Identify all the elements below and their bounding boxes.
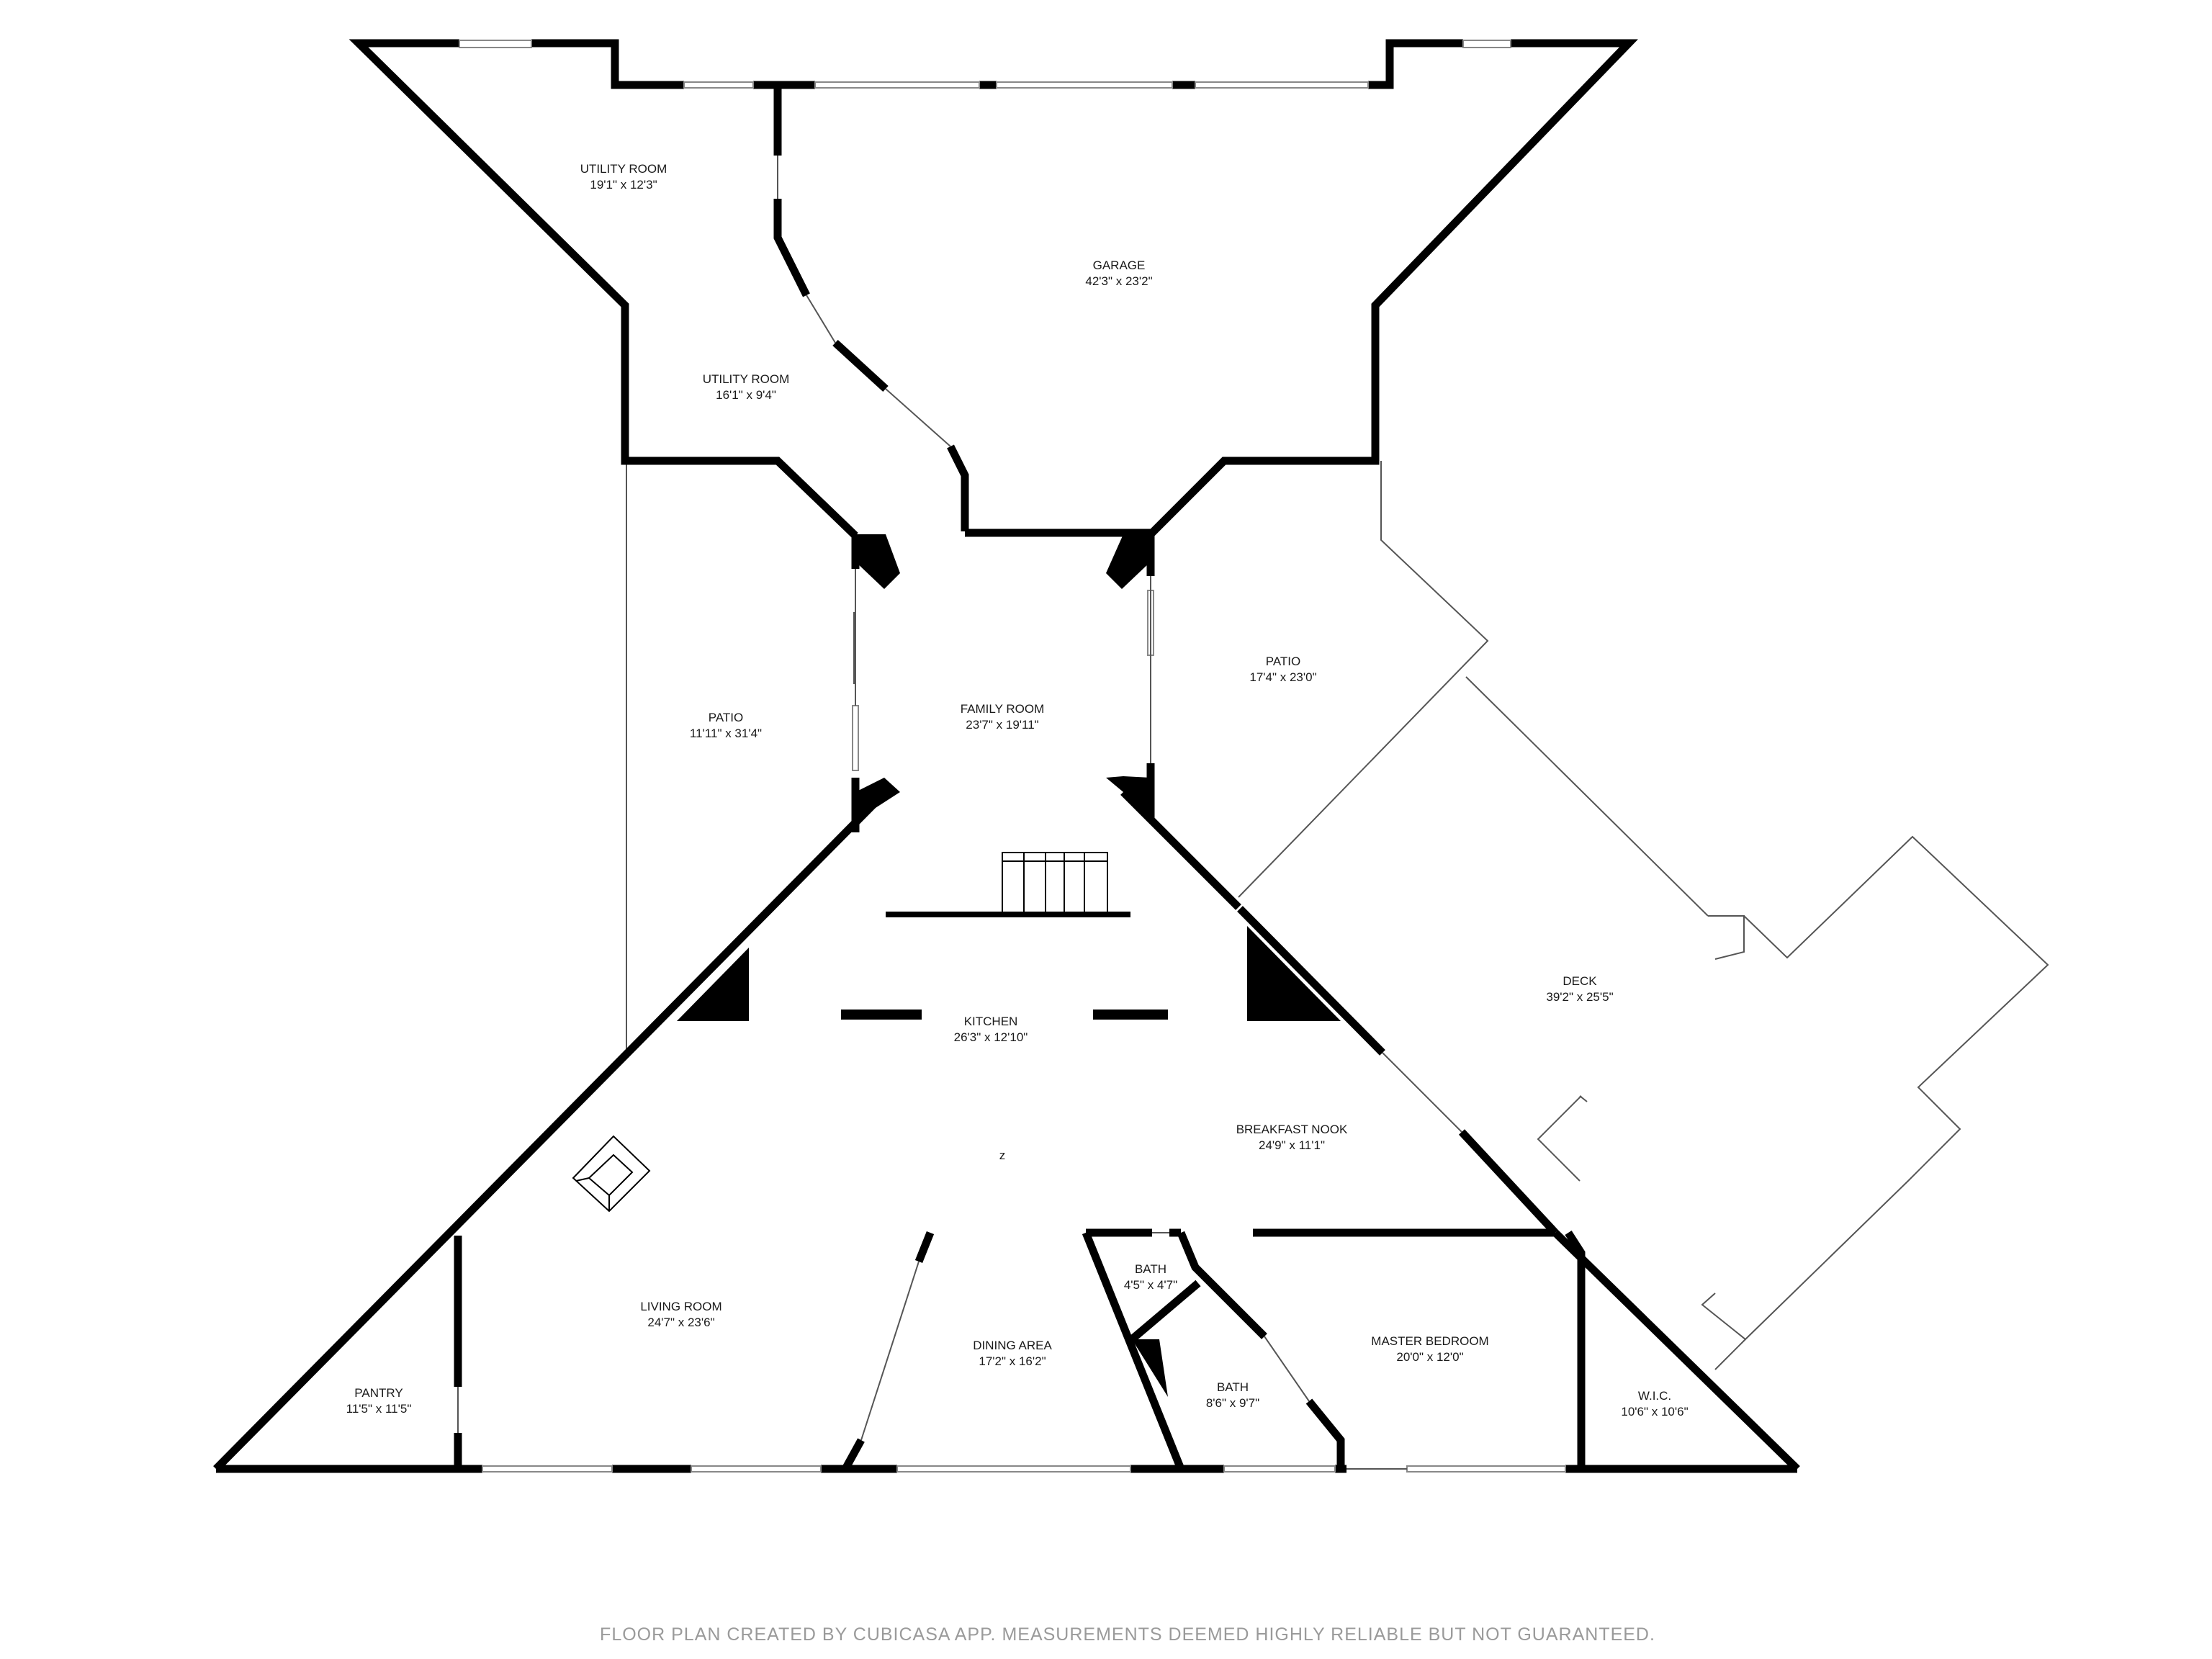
- garage-dims: 42'3" x 23'2": [1085, 274, 1152, 288]
- floor-marker: z: [999, 1148, 1006, 1162]
- wic-name: W.I.C.: [1638, 1389, 1671, 1403]
- kitchen-name: KITCHEN: [964, 1015, 1018, 1028]
- patio-left-name: PATIO: [709, 711, 744, 724]
- pantry-name: PANTRY: [354, 1386, 403, 1400]
- thin-partitions: [457, 156, 1462, 1470]
- garage-name: GARAGE: [1093, 258, 1146, 272]
- master-bedroom-name: MASTER BEDROOM: [1371, 1334, 1488, 1348]
- living-room-dims: 24'7" x 23'6": [647, 1316, 714, 1329]
- dining-area-name: DINING AREA: [973, 1339, 1052, 1352]
- breakfast-nook-dims: 24'9" x 11'1": [1259, 1138, 1325, 1152]
- utility-room-2-name: UTILITY ROOM: [703, 372, 790, 386]
- solid-columns: [677, 534, 1341, 1397]
- bath-name: BATH: [1217, 1380, 1249, 1394]
- dining-area-dims: 17'2" x 16'2": [979, 1354, 1046, 1368]
- wic-dims: 10'6" x 10'6": [1621, 1405, 1688, 1419]
- deck-name: DECK: [1563, 974, 1597, 988]
- kitchen-dims: 26'3" x 12'10": [954, 1030, 1028, 1044]
- patio-right-dims: 17'4" x 23'0": [1249, 670, 1316, 684]
- master-bedroom-dims: 20'0" x 12'0": [1396, 1350, 1463, 1364]
- utility-room-2-dims: 16'1" x 9'4": [716, 388, 776, 402]
- fireplace: [572, 1135, 651, 1213]
- pantry-dims: 11'5" x 11'5": [346, 1402, 412, 1416]
- windows: [459, 40, 1566, 1473]
- patio-right-name: PATIO: [1266, 655, 1301, 668]
- deck-dims: 39'2" x 25'5": [1546, 990, 1613, 1004]
- footer-disclaimer: FLOOR PLAN CREATED BY CUBICASA APP. MEAS…: [600, 1624, 1655, 1645]
- walls: [213, 39, 1800, 1473]
- bath-small-dims: 4'5" x 4'7": [1124, 1278, 1177, 1292]
- utility-room-1-dims: 19'1" x 12'3": [590, 178, 657, 192]
- outdoor-outlines: [626, 461, 2049, 1370]
- patio-left-dims: 11'11" x 31'4": [690, 727, 762, 740]
- family-room-name: FAMILY ROOM: [961, 702, 1045, 716]
- breakfast-nook-name: BREAKFAST NOOK: [1236, 1123, 1348, 1136]
- room-labels: UTILITY ROOM 19'1" x 12'3" GARAGE 42'3" …: [346, 162, 1689, 1419]
- family-room-dims: 23'7" x 19'11": [966, 718, 1038, 732]
- living-room-name: LIVING ROOM: [640, 1300, 721, 1313]
- utility-room-1-name: UTILITY ROOM: [580, 162, 667, 176]
- bath-dims: 8'6" x 9'7": [1206, 1396, 1259, 1410]
- bath-small-name: BATH: [1135, 1262, 1166, 1276]
- stairs: [1002, 852, 1108, 915]
